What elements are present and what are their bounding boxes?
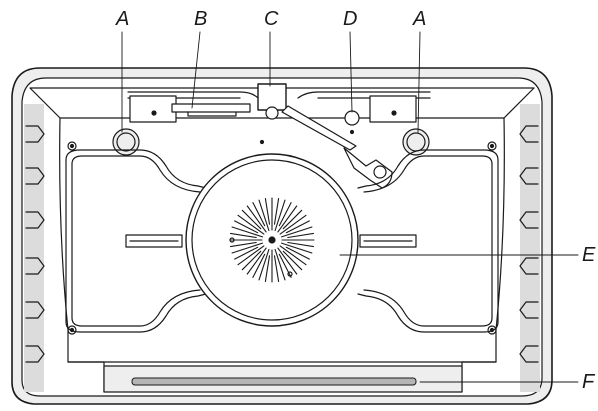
fan-slot [258,248,270,281]
ring-heating-element-top [65,149,207,189]
fan-slot [285,220,310,234]
fan-slot [252,202,266,227]
fan-slot [274,199,286,232]
sensor-probe [344,110,360,126]
label-a-right: A [413,8,427,30]
mounting-bracket [257,83,287,111]
label-d: D [343,8,358,30]
fan-vent-slots [229,197,315,283]
fan-slot [277,205,298,233]
fan-slot [258,199,270,232]
fan-slot [231,242,264,254]
fan-slot [231,226,264,238]
element-bracket [171,103,251,113]
fan-slot [287,241,315,248]
fan-slot [246,247,267,275]
fan-slot [274,248,286,281]
top-heating-element [127,91,431,99]
label-c: C [264,8,279,30]
leader-lines [121,31,579,383]
fan-slot [273,255,280,283]
fan-slot [287,232,315,239]
fan-slot [279,245,307,266]
label-e: E [582,244,596,266]
fan-vent-center [268,236,276,244]
label-f: F [582,371,595,393]
fan-slot [277,247,298,275]
fan-slot [252,253,266,278]
label-b: B [194,8,208,30]
lamp-housing-left [129,95,177,123]
fan-slot [234,246,259,260]
fan-slot [285,246,310,260]
fan-slot [264,255,271,283]
fan-slot [241,250,262,271]
fan-slot [282,250,303,271]
fan-slot [273,197,280,225]
fan-slot [237,245,265,266]
right-shelf-runners [519,125,539,363]
left-shelf-runners [25,125,45,363]
lamp-housing-right [369,95,417,123]
temperature-sensor [281,105,357,151]
fan-cover-inner [191,159,353,321]
bottom-heating-element [131,377,417,386]
fan-slot [229,232,257,239]
fan-slot [229,241,257,248]
screw-bottom-left [67,325,77,335]
fan-slot [241,209,262,230]
fan-slot [278,202,292,227]
fan-slot [280,242,313,254]
screw-top-left [67,141,77,151]
fan-slot [237,214,265,235]
screw-top-right [487,141,497,151]
fan-slot [279,214,307,235]
fan-slot [234,220,259,234]
fan-slot [280,226,313,238]
fan-slot [278,253,292,278]
screw-bottom-right [487,325,497,335]
label-a-left: A [116,8,130,30]
left-wall-strip [24,104,44,392]
fan-slot [264,197,271,225]
fan-slot [246,205,267,233]
fan-slot [282,209,303,230]
right-wall-strip [520,104,540,392]
